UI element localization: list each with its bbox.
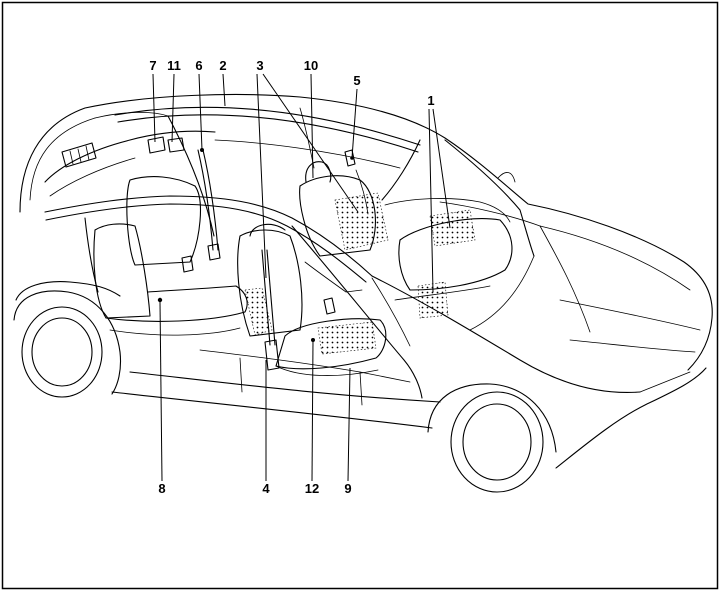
leader-3b [263, 74, 358, 212]
callout-3: 3 [256, 58, 263, 73]
rear-side-line-2 [570, 340, 695, 352]
center-console [305, 262, 362, 292]
front-belt-strap [198, 150, 218, 250]
near-rear-quarter [540, 226, 590, 332]
leader-1a [429, 109, 433, 292]
near-door-rear [372, 278, 410, 346]
leader-6 [199, 74, 202, 150]
seat-cushion-pad [318, 322, 376, 354]
leader-6-dot [200, 148, 204, 152]
sensor-pads [245, 193, 475, 354]
sill-upper [130, 372, 440, 402]
callout-6: 6 [195, 58, 202, 73]
mid-belt-retractor [265, 340, 279, 370]
front-belt-buckle [208, 244, 220, 260]
roof-lamp-right [168, 138, 184, 152]
leader-9 [348, 368, 350, 481]
callout-4: 4 [262, 481, 270, 496]
callout-1: 1 [427, 93, 434, 108]
mid-far-headrest [306, 162, 331, 182]
car-body [14, 95, 712, 492]
near-front-belt-anchor [182, 256, 193, 272]
callout-11: 11 [167, 58, 181, 73]
callout-10: 10 [304, 58, 318, 73]
leader-5-dot [350, 156, 354, 160]
mid-belt-buckle [324, 298, 335, 314]
callout-2: 2 [219, 58, 226, 73]
leader-7 [153, 74, 155, 142]
roof-lamp-left [148, 137, 165, 153]
far-a-pillar [168, 116, 214, 236]
leader-8-dot [158, 298, 162, 302]
seats [94, 162, 512, 376]
rear-side-line [560, 300, 700, 330]
leader-10 [311, 74, 313, 178]
dashboard-lower [50, 158, 135, 196]
floor-line [200, 350, 410, 382]
callout-5: 5 [353, 73, 360, 88]
sill-lower [112, 392, 432, 428]
far-window-line [215, 140, 400, 168]
rear-rim [463, 404, 531, 480]
leader-5 [352, 89, 357, 158]
far-c-pillar [382, 140, 420, 200]
leader-1b [433, 109, 450, 228]
rear-wheel-arch [428, 384, 556, 452]
callout-7: 7 [149, 58, 156, 73]
leader-3a [257, 74, 266, 278]
front-tire [22, 307, 102, 397]
near-rear-body [372, 276, 640, 392]
near-front-seat-cushion [106, 286, 247, 321]
near-rear-window-edge [470, 256, 534, 330]
diagram-frame [3, 3, 718, 589]
callout-labels: 7 11 6 2 3 10 5 1 8 4 12 9 [149, 58, 434, 496]
rear-tire [451, 392, 543, 492]
trunk-lid [540, 226, 690, 290]
near-front-seat-back [94, 224, 150, 318]
near-beltline [16, 282, 120, 300]
leader-2 [223, 74, 225, 106]
front-rim [32, 318, 92, 386]
callout-8: 8 [158, 481, 165, 496]
rear-seat-pad-upper [430, 210, 475, 246]
seat-back-pad-far [335, 193, 388, 250]
seat-back-pad-near [245, 288, 272, 335]
leader-lines [153, 74, 450, 481]
leader-12-dot [311, 338, 315, 342]
leader-12 [312, 340, 313, 481]
dashboard [45, 131, 215, 182]
rear-bumper-line [640, 372, 690, 392]
near-front-seat-base [110, 328, 240, 335]
rear-bumper-lower [556, 368, 706, 468]
leader-8 [160, 302, 162, 481]
callout-12: 12 [305, 481, 319, 496]
callout-9: 9 [344, 481, 351, 496]
far-front-seat-back [127, 177, 201, 265]
